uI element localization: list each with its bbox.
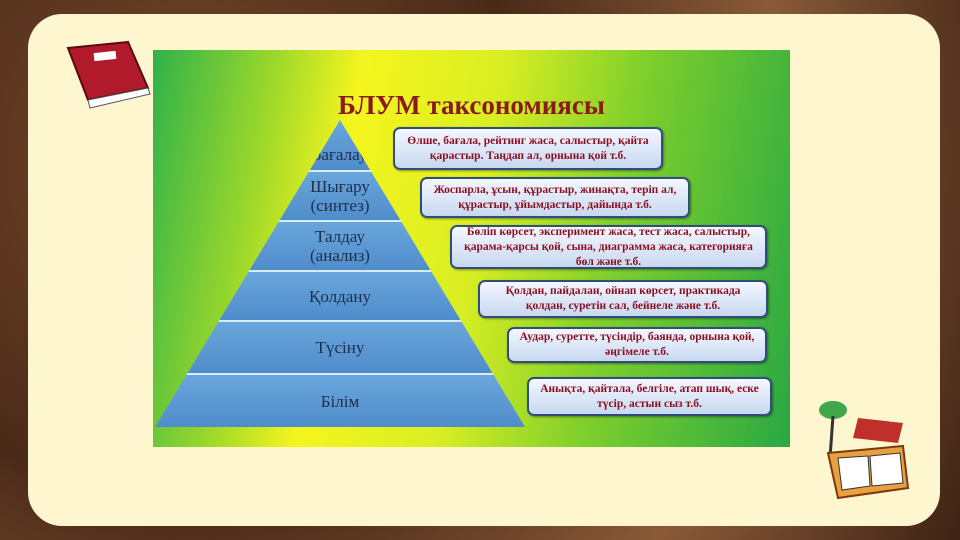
level-label: Шығару (синтез): [310, 177, 370, 215]
level-label: Талдау (анализ): [310, 227, 370, 265]
pyramid-level-knowledge: Білім: [155, 375, 525, 427]
level-label: Түсіну: [315, 338, 365, 357]
desk-lamp-books-icon: [819, 401, 910, 500]
description-box: Жоспарла, ұсын, құрастыр, жинақта, теріп…: [420, 177, 690, 218]
level-label: бағалау: [312, 144, 368, 164]
bloom-taxonomy-diagram: БЛУМ таксономиясы бағалау Шығару (синтез…: [153, 50, 790, 447]
level-label: Білім: [320, 391, 360, 411]
level-label: Қолдану: [309, 286, 371, 306]
diagram-title: БЛУМ таксономиясы: [338, 90, 605, 120]
pyramid-level-comprehension: Түсіну: [155, 322, 525, 375]
description-box: Аудар, суретте, түсіндір, баянда, орнына…: [507, 327, 767, 363]
notebook-icon: [66, 40, 151, 109]
pyramid-level-application: Қолдану: [155, 272, 525, 322]
description-box: Өлше, бағала, рейтинг жаса, салыстыр, қа…: [393, 127, 663, 170]
description-box: Қолдан, пайдалан, ойнап көрсет, практика…: [478, 280, 768, 318]
description-box: Анықта, қайтала, белгіле, атап шық, еске…: [527, 377, 772, 416]
description-box: Бөліп көрсет, эксперимент жаса, тест жас…: [450, 225, 767, 269]
